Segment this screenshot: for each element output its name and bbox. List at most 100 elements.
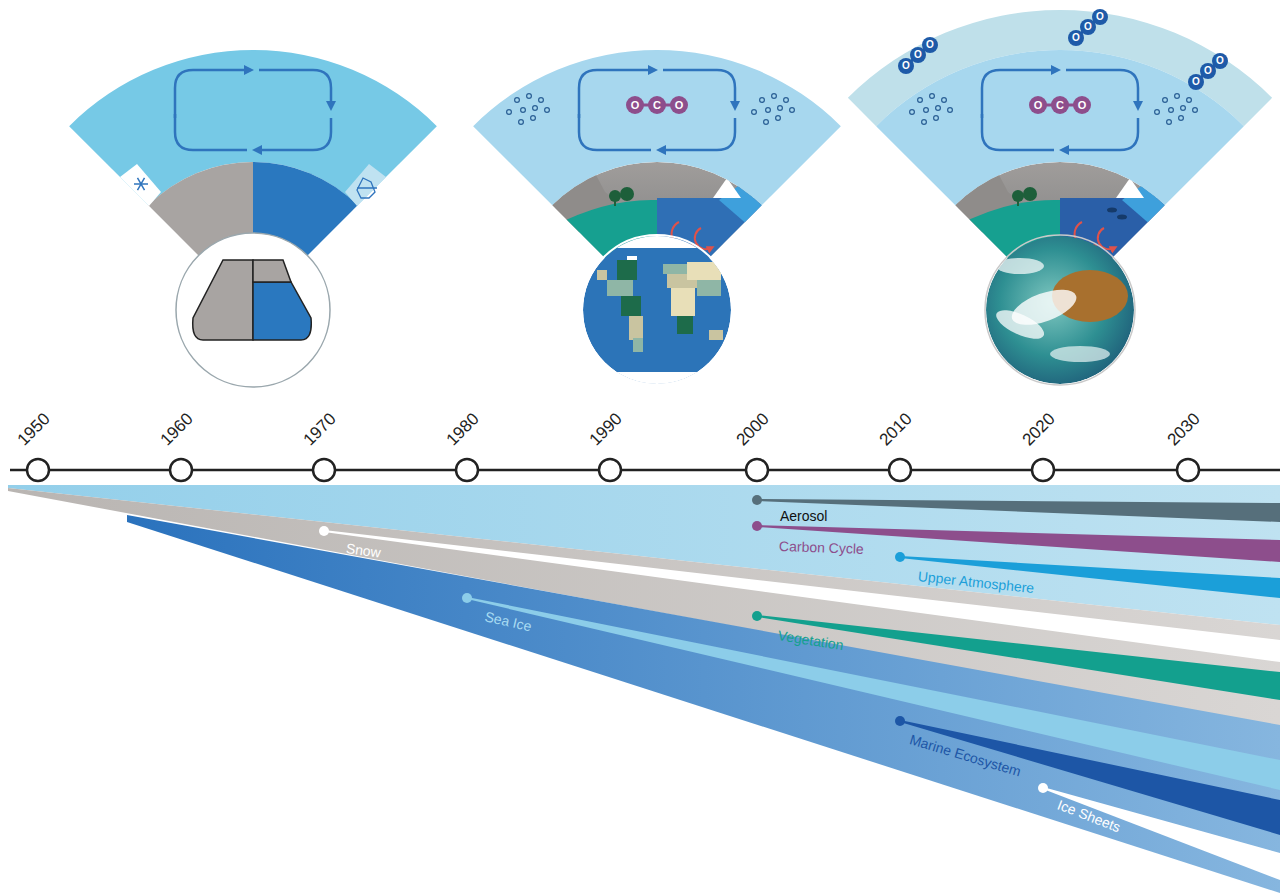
molecule-atom bbox=[1188, 74, 1204, 90]
atom-symbol: O bbox=[1216, 56, 1224, 66]
atom-symbol: O bbox=[914, 50, 922, 60]
model-box-ocean bbox=[253, 282, 311, 340]
year-label: 1950 bbox=[14, 409, 55, 450]
circulation-arrows bbox=[579, 70, 735, 150]
tree bbox=[1023, 187, 1037, 201]
particle bbox=[776, 116, 781, 121]
snow-cap bbox=[553, 168, 565, 180]
year-marker bbox=[1177, 459, 1199, 481]
aerosol-particles bbox=[1155, 94, 1198, 125]
vegetation-band bbox=[757, 615, 1280, 700]
circulation-arrow bbox=[982, 70, 1056, 118]
molecule-atom bbox=[648, 96, 666, 114]
start-dot bbox=[319, 526, 329, 536]
land-pixels bbox=[633, 338, 643, 352]
atom-symbol: O bbox=[1192, 77, 1200, 87]
snowflake-stroke bbox=[138, 178, 145, 190]
particle bbox=[784, 98, 789, 103]
aerosol-particles bbox=[507, 94, 550, 125]
ice-sheets-band bbox=[1043, 787, 1280, 880]
particle bbox=[924, 108, 929, 113]
year-label: 1980 bbox=[443, 409, 484, 450]
early-model-fan bbox=[69, 50, 437, 387]
snow-cap bbox=[982, 158, 998, 174]
ice-cap bbox=[945, 170, 960, 198]
particle bbox=[521, 108, 526, 113]
tree bbox=[620, 187, 634, 201]
year-label: 1970 bbox=[300, 409, 341, 450]
particle bbox=[545, 108, 550, 113]
circulation-arrow bbox=[579, 70, 653, 118]
fish bbox=[1107, 208, 1117, 213]
land-pixels bbox=[597, 236, 717, 248]
tree-trunk bbox=[1017, 200, 1019, 206]
year-label: 2030 bbox=[1164, 409, 1205, 450]
circulation-arrow bbox=[175, 70, 249, 118]
start-dot bbox=[895, 552, 905, 562]
snow-icon-ground bbox=[120, 164, 161, 206]
component-label: Carbon Cycle bbox=[779, 538, 864, 558]
circulation-arrow bbox=[982, 114, 1054, 150]
land-pixels bbox=[629, 316, 643, 340]
land-pixels bbox=[671, 288, 695, 316]
year-label: 2010 bbox=[876, 409, 917, 450]
atom-symbol: O bbox=[1084, 22, 1092, 32]
year-label: 2000 bbox=[733, 409, 774, 450]
circulation-arrow bbox=[661, 118, 735, 150]
start-dot bbox=[752, 611, 762, 621]
circulation-arrows bbox=[175, 70, 331, 150]
earth-system-fan bbox=[848, 10, 1272, 385]
circulation-arrow bbox=[175, 114, 247, 150]
particle bbox=[1193, 108, 1198, 113]
molecule-atom bbox=[1029, 96, 1047, 114]
globe-frame bbox=[582, 235, 732, 385]
particle bbox=[766, 108, 771, 113]
start-dot bbox=[752, 495, 762, 505]
particle bbox=[790, 108, 795, 113]
particle bbox=[922, 120, 927, 125]
particle bbox=[519, 120, 524, 125]
component-bands bbox=[8, 485, 1280, 893]
particle bbox=[778, 106, 783, 111]
molecule-atom bbox=[1212, 53, 1228, 69]
land-pixels bbox=[621, 296, 641, 316]
ozone-molecules bbox=[898, 9, 1228, 90]
timeline-axis bbox=[10, 459, 1280, 481]
land-pixels bbox=[663, 264, 691, 274]
atom-symbol: O bbox=[1204, 66, 1212, 76]
cloud-swirl bbox=[992, 304, 1048, 344]
molecule-atom bbox=[1073, 96, 1091, 114]
particle bbox=[1155, 110, 1160, 115]
year-marker bbox=[456, 459, 478, 481]
year-marker bbox=[313, 459, 335, 481]
component-label: Upper Atmosphere bbox=[917, 568, 1035, 597]
particle bbox=[527, 94, 532, 99]
iceberg-icon bbox=[357, 178, 377, 198]
particle bbox=[1179, 116, 1184, 121]
start-dot bbox=[1038, 783, 1048, 793]
year-marker bbox=[27, 459, 49, 481]
globe-frame bbox=[985, 235, 1135, 385]
particle bbox=[1181, 106, 1186, 111]
particle bbox=[515, 98, 520, 103]
year-marker bbox=[599, 459, 621, 481]
circulation-arrow bbox=[579, 114, 651, 150]
particle bbox=[934, 116, 939, 121]
year-marker bbox=[170, 459, 192, 481]
marine-ecosystem-band bbox=[900, 720, 1280, 835]
start-dot bbox=[462, 593, 472, 603]
year-marker bbox=[746, 459, 768, 481]
tree-trunk bbox=[614, 200, 616, 206]
particle bbox=[1169, 108, 1174, 113]
component-label: Snow bbox=[345, 540, 382, 561]
atom-symbol: C bbox=[653, 100, 661, 111]
molecule-atom bbox=[670, 96, 688, 114]
globe-ocean bbox=[986, 236, 1134, 384]
model-box-top bbox=[253, 260, 291, 282]
particle bbox=[533, 106, 538, 111]
iceberg bbox=[1116, 178, 1144, 198]
atom-symbol: O bbox=[902, 61, 910, 71]
globe-ocean bbox=[583, 236, 731, 384]
